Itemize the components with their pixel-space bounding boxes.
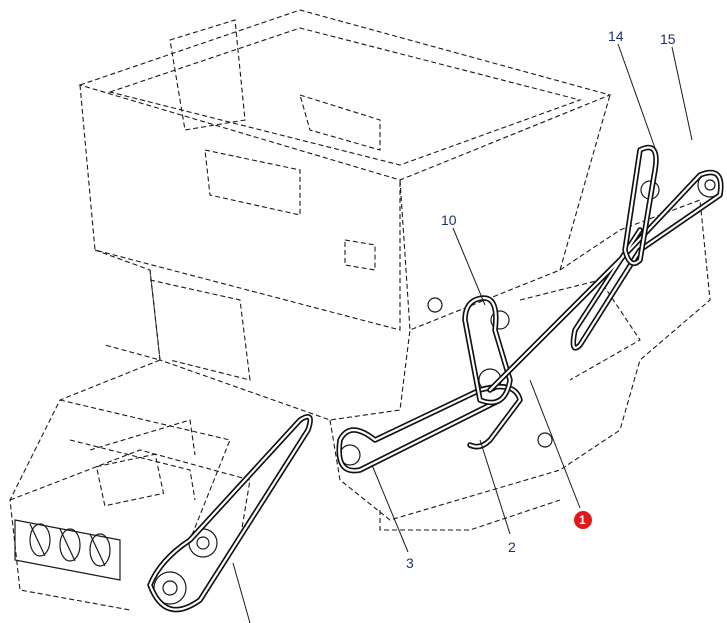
callout-1-badge [574,511,592,529]
belt-14-15 [622,144,659,267]
conveyor-assembly [9,419,251,581]
lower-frame [9,199,711,611]
callout-1: 1 [579,513,586,527]
callout-labels: 14 15 10 3 2 1 [406,28,676,571]
callout-14: 14 [608,28,624,44]
callout-15: 15 [660,31,676,47]
belt-1 [487,169,724,393]
callout-2: 2 [508,539,516,555]
leader-lines [232,43,693,623]
callout-3: 3 [406,555,414,571]
belt-10 [462,295,513,406]
hopper-body [78,9,612,361]
callout-10: 10 [441,212,457,228]
belt-2 [336,383,523,474]
belt-3 [147,413,313,613]
